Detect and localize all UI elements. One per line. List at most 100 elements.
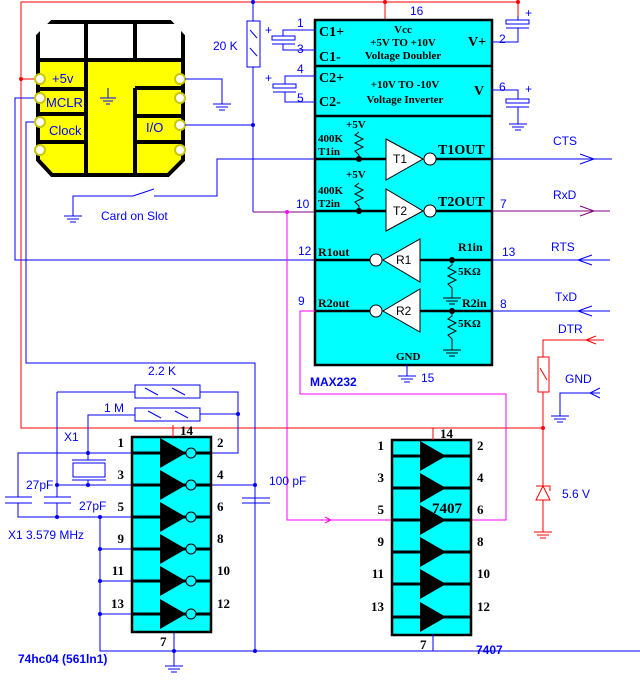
inverter-gate xyxy=(160,438,186,468)
pin-mclr xyxy=(34,92,46,104)
inverter-bubble xyxy=(185,511,197,523)
pin-vcc xyxy=(34,73,46,85)
pin-12: 12 xyxy=(298,244,312,258)
crystal-icon xyxy=(72,462,106,478)
gnd-pin-label: 7 xyxy=(420,637,427,652)
buffer-gate xyxy=(420,505,446,535)
t2-out-label: T2OUT xyxy=(438,195,485,210)
inverter-bubble xyxy=(185,608,197,620)
pin-label-left: 3 xyxy=(118,467,125,482)
c1-minus-label: C1- xyxy=(319,50,341,65)
inverter-gate xyxy=(160,502,186,532)
pin-8: 8 xyxy=(500,297,507,311)
pin-15: 15 xyxy=(421,371,435,385)
pin-label-left: 1 xyxy=(118,435,125,450)
inverter-gate xyxy=(160,470,186,500)
gnd-pin-label: GND xyxy=(565,372,592,386)
doubler-vcc: Vcc xyxy=(394,24,412,36)
cap-27pf-left-label: 27pF xyxy=(26,478,53,492)
svg-text:+: + xyxy=(265,71,272,85)
pin-label-clock: Clock xyxy=(49,123,82,138)
resistor-20k xyxy=(246,20,261,68)
pin-13: 13 xyxy=(502,245,516,259)
pin-gnd xyxy=(174,73,186,85)
cap-27pf-right-label: 27pF xyxy=(79,499,106,513)
inverter-title: Voltage Inverter xyxy=(367,94,444,106)
pin-label-left: 13 xyxy=(111,596,125,611)
inverter-gate xyxy=(160,534,186,564)
t1-resistor: 400K xyxy=(318,133,344,145)
7407-name: 7407 xyxy=(476,643,503,657)
buffer-gate xyxy=(420,441,446,471)
r1-gate-label: R1 xyxy=(396,253,412,267)
ground-icon xyxy=(100,88,116,105)
rxd-label: RxD xyxy=(553,188,577,202)
pin-label-mclr: MCLR xyxy=(46,95,83,110)
inverter-gate xyxy=(160,566,186,596)
arrow-in-icon xyxy=(576,254,593,266)
r2-gate-label: R2 xyxy=(396,304,412,318)
t1-supply: +5V xyxy=(346,119,366,131)
pin-label-left: 5 xyxy=(118,499,125,514)
r1-resistor: 5KΩ xyxy=(458,266,481,278)
zener-label: 5.6 V xyxy=(562,487,590,501)
pin-label-left: 11 xyxy=(372,566,384,581)
chip-body xyxy=(130,435,213,634)
resistor-2k2-label: 2.2 K xyxy=(148,364,176,378)
chip-body xyxy=(390,438,473,637)
t1-out-label: T1OUT xyxy=(438,143,485,158)
r2-in-label: R2in xyxy=(462,296,487,310)
buffer-gate xyxy=(420,569,446,599)
gnd-pin-label: 7 xyxy=(160,634,167,649)
pin-label-vcc: +5v xyxy=(52,71,74,86)
resistor-1m-label: 1 M xyxy=(104,401,124,415)
svg-text:+: + xyxy=(265,23,272,37)
pin-label-left: 1 xyxy=(378,438,385,453)
ground-icon xyxy=(63,209,83,223)
svg-text:+: + xyxy=(525,82,532,96)
pin-label-right: 8 xyxy=(217,531,224,546)
pin-label-left: 9 xyxy=(378,534,385,549)
gnd-label: GND xyxy=(396,351,421,363)
v-minus-label: V xyxy=(474,84,484,99)
pin-label-right: 10 xyxy=(217,563,230,578)
pin-label-right: 12 xyxy=(217,596,230,611)
doubler-title: Voltage Doubler xyxy=(365,50,441,62)
pin-1: 1 xyxy=(297,16,304,30)
cap-100pf-label: 100 pF xyxy=(269,474,306,488)
t1-in-label: T1in xyxy=(318,146,340,158)
v-plus-label: V+ xyxy=(468,35,486,50)
arrow-out-icon xyxy=(579,205,596,217)
pin-9: 9 xyxy=(298,294,305,308)
t2-driver xyxy=(385,188,425,232)
card-on-slot-switch xyxy=(72,158,315,210)
pin-label-right: 10 xyxy=(477,566,490,581)
charge-pump-capacitors: + + + + xyxy=(265,6,532,383)
pin-io xyxy=(174,119,186,131)
pin-label-right: 6 xyxy=(217,499,224,514)
vcc-pin-label: 14 xyxy=(180,423,194,438)
inverter-bubble xyxy=(185,575,197,587)
inverter-bubble xyxy=(185,479,197,491)
r2-receiver xyxy=(382,288,421,333)
pin-label-left: 13 xyxy=(371,599,385,614)
max232-chip: C1+ C1- Vcc +5V TO +10V Voltage Doubler … xyxy=(313,18,494,367)
pin-label-io: I/O xyxy=(146,120,163,135)
pin-7: 7 xyxy=(500,197,507,211)
inverter-bubble xyxy=(185,447,197,459)
oscillator: 2.2 K 1 M X1 27pF 27pF X1 3.579 MHz 100 … xyxy=(5,364,640,673)
cts-label: CTS xyxy=(553,134,577,148)
pin-label-left: 11 xyxy=(112,563,124,578)
pin-10: 10 xyxy=(296,197,310,211)
pin-label-right: 4 xyxy=(477,470,484,485)
arrow-in-icon xyxy=(576,305,593,317)
pin-label-right: 2 xyxy=(477,438,484,453)
smartcard-socket: +5v MCLR Clock I/O xyxy=(34,20,186,177)
pin-6: 6 xyxy=(499,80,506,94)
t1-driver xyxy=(385,138,425,181)
buffer-gate xyxy=(420,473,446,503)
crystal-label: X1 3.579 MHz xyxy=(8,528,84,542)
pin-label-right: 8 xyxy=(477,534,484,549)
dtr-label: DTR xyxy=(558,322,583,336)
